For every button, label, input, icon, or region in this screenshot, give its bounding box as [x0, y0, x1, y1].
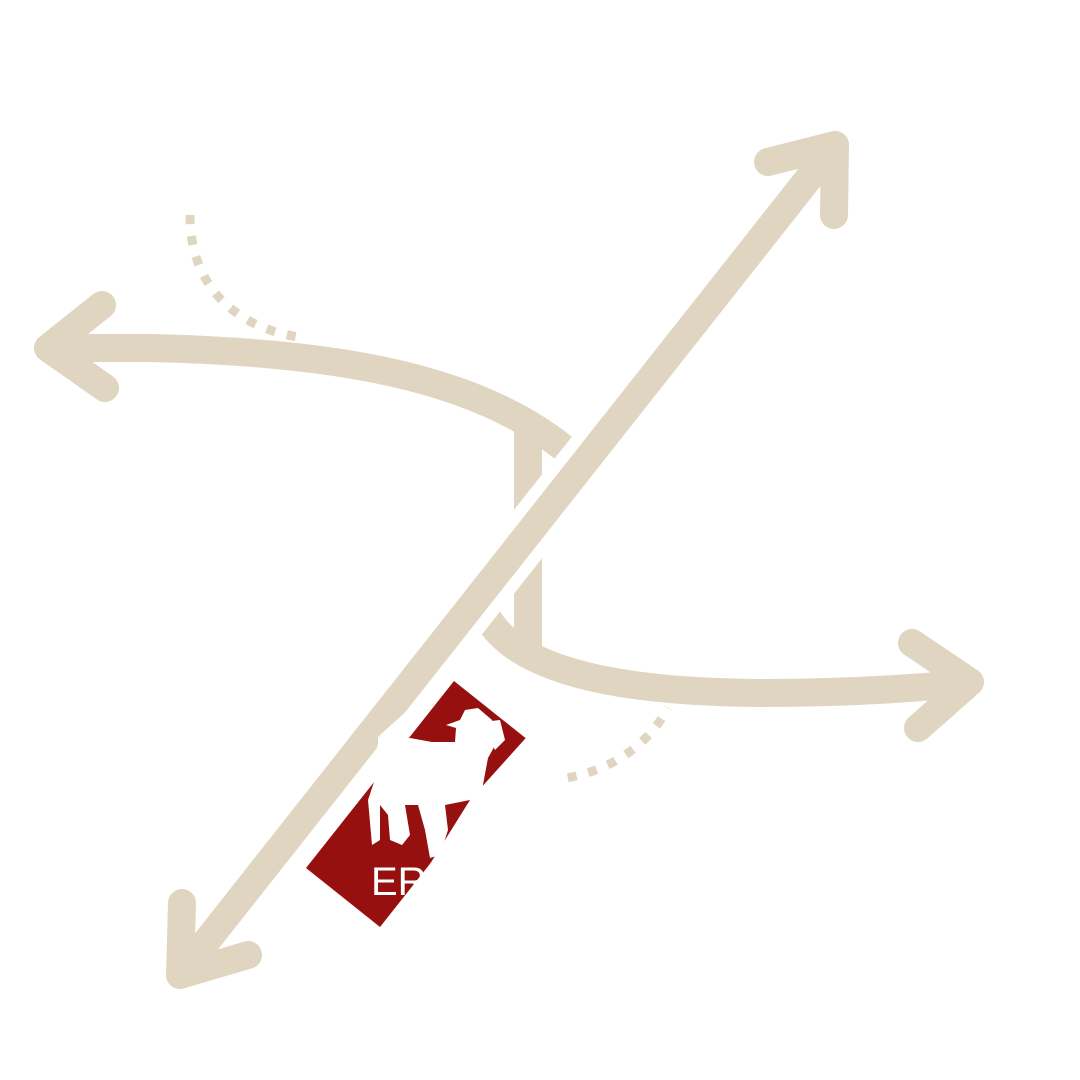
- goat-icon: [368, 708, 505, 858]
- right-curved-arrow: [466, 584, 982, 707]
- bottom-arrowhead-icon: [166, 889, 262, 989]
- left-curved-arrow: [36, 334, 586, 469]
- diagonal-arrow: [166, 131, 849, 989]
- logo: ER: [306, 681, 560, 960]
- dotted-arc-top: [185, 214, 306, 343]
- top-arrowhead-icon: [754, 131, 849, 229]
- left-arrowhead-icon: [34, 291, 119, 402]
- right-arrowhead-icon: [898, 629, 984, 742]
